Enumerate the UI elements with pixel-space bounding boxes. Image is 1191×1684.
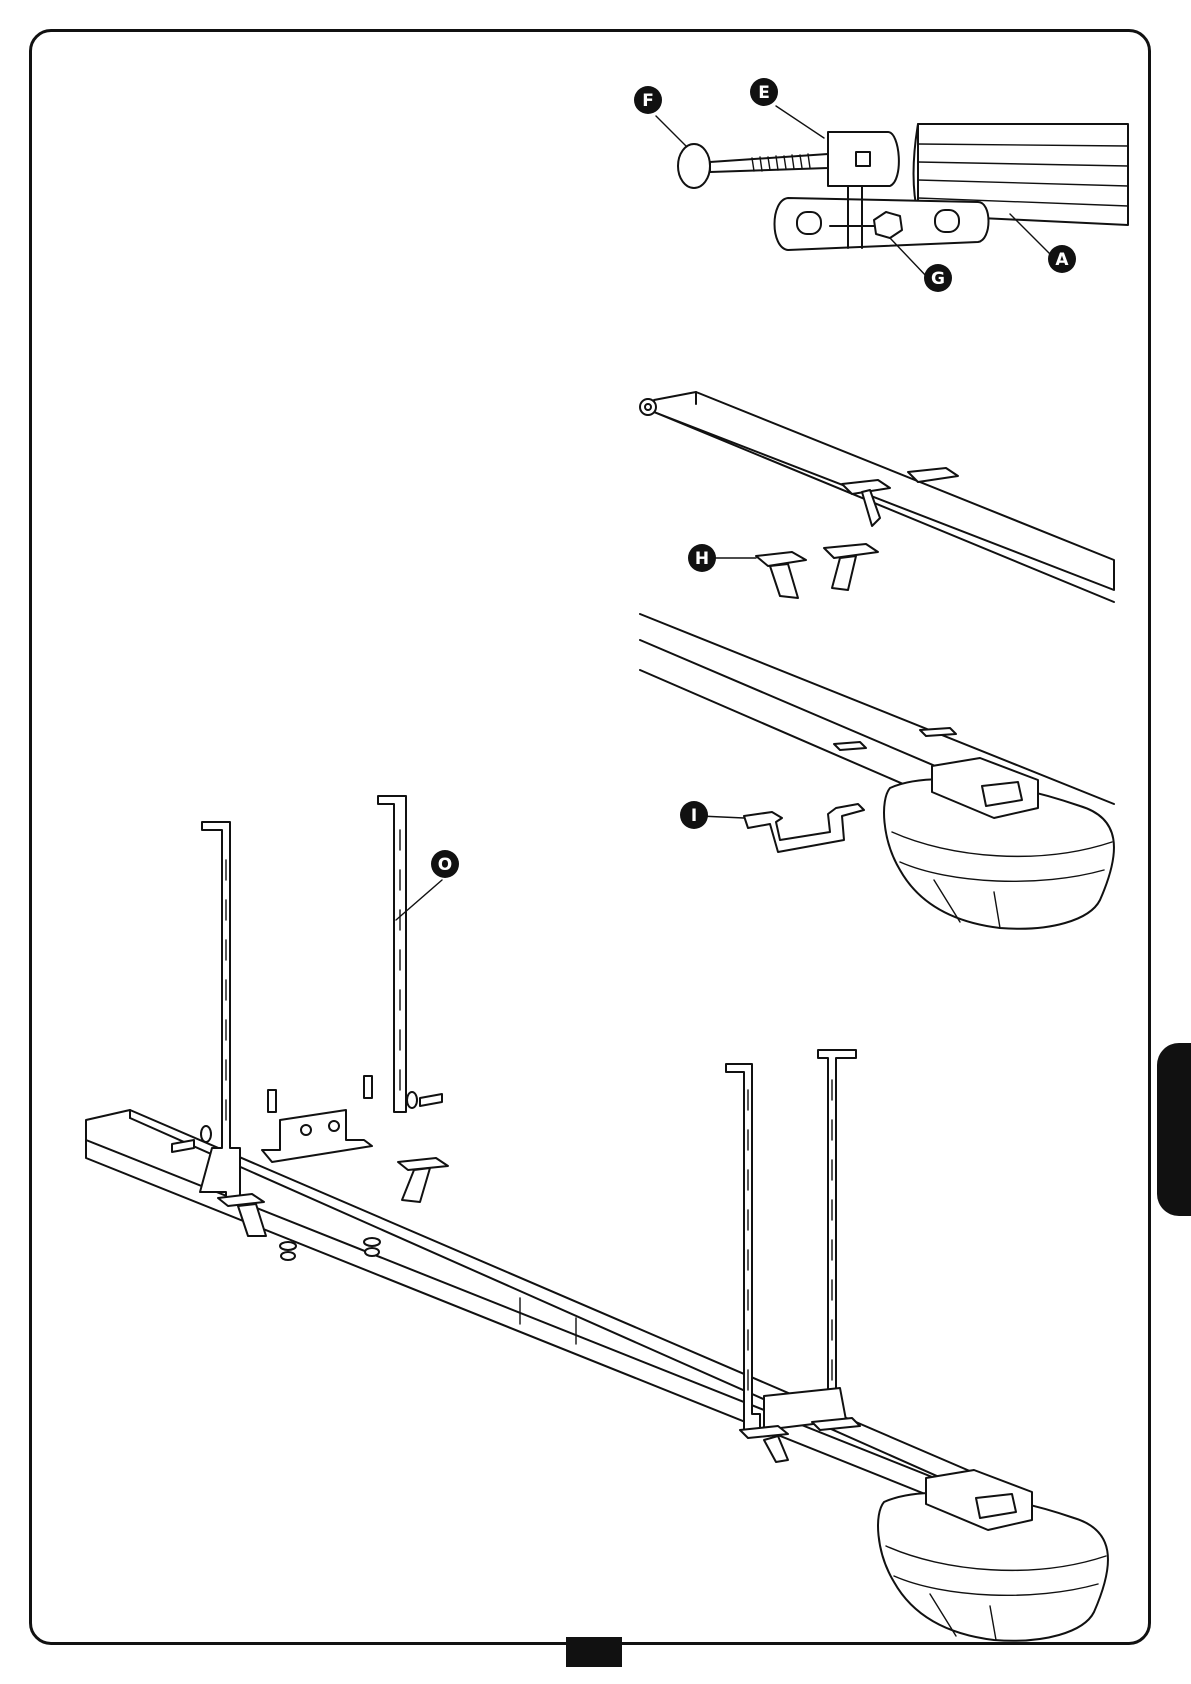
svg-text:F: F [642, 91, 654, 111]
main-assembly [86, 796, 1108, 1641]
svg-text:G: G [931, 269, 945, 289]
label-o: O [431, 850, 459, 878]
label-a: A [1048, 245, 1076, 273]
label-i: I [680, 801, 708, 829]
svg-text:A: A [1055, 250, 1069, 270]
svg-text:E: E [758, 83, 770, 103]
rail-bracket-detail [640, 392, 1114, 602]
motor-head-detail [640, 614, 1114, 929]
svg-text:H: H [695, 549, 709, 569]
svg-text:I: I [691, 806, 697, 826]
label-g: G [924, 264, 952, 292]
label-h: H [688, 544, 716, 572]
label-f: F [634, 86, 662, 114]
label-e: E [750, 78, 778, 106]
svg-text:O: O [438, 855, 452, 875]
